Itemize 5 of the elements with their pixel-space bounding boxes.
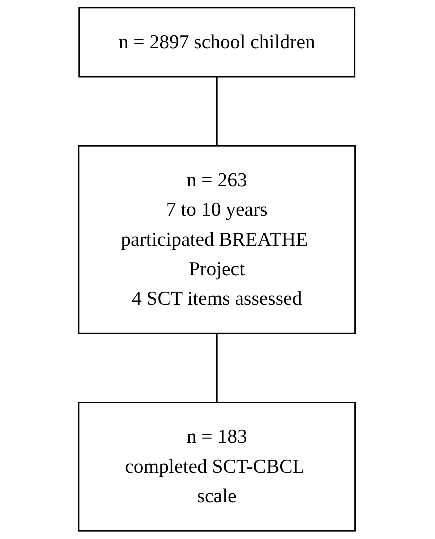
- node-box: n = 2897 school children: [79, 7, 356, 78]
- node-box: n = 263 7 to 10 years participated BREATHE Project 4 SCT items assessed: [78, 145, 356, 334]
- connector: [216, 77, 218, 146]
- connector: [216, 334, 218, 403]
- node-box: n = 183 completed SCT-CBCL scale: [78, 402, 356, 532]
